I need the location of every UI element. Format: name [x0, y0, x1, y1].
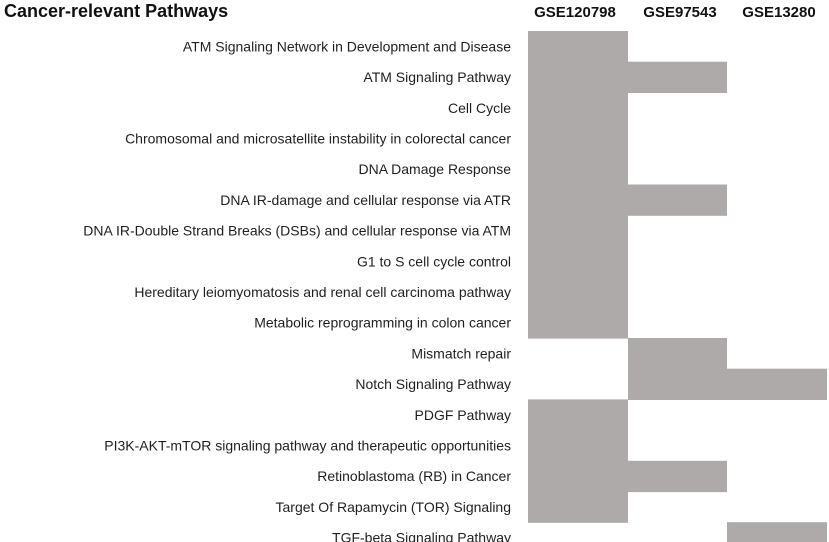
heatmap-cell	[628, 460, 727, 493]
row-label: Cell Cycle	[448, 100, 511, 116]
heatmap-cell	[628, 368, 727, 400]
column-header: GSE97543	[643, 4, 716, 21]
heatmap-cell	[727, 368, 827, 400]
heatmap-cell	[528, 276, 628, 308]
row-label: PI3K-AKT-mTOR signaling pathway and ther…	[104, 437, 511, 453]
row-label: DNA IR-damage and cellular response via …	[220, 192, 511, 208]
heatmap-cell	[528, 399, 628, 431]
row-label: ATM Signaling Network in Development and…	[183, 38, 511, 54]
heatmap-cell	[628, 338, 727, 370]
heatmap-cell	[528, 61, 628, 93]
row-label: Mismatch repair	[411, 345, 511, 361]
row-label: Retinoblastoma (RB) in Cancer	[317, 468, 511, 484]
heatmap-cell	[528, 245, 628, 278]
row-label: Metabolic reprogramming in colon cancer	[254, 315, 511, 331]
heatmap-cell	[528, 430, 628, 462]
row-label: PDGF Pathway	[415, 407, 511, 423]
row-label: ATM Signaling Pathway	[363, 69, 511, 85]
row-label: TGF-beta Signaling Pathway	[332, 530, 511, 542]
heatmap-cell	[628, 61, 727, 93]
heatmap-cell	[528, 491, 628, 523]
row-label: Hereditary leiomyomatosis and renal cell…	[134, 284, 511, 300]
heatmap-cell	[528, 92, 628, 124]
heatmap-cell	[528, 307, 628, 339]
column-header: GSE120798	[534, 4, 616, 21]
chart-title: Cancer-relevant Pathways	[4, 1, 228, 21]
heatmap-cell	[528, 123, 628, 155]
row-label: G1 to S cell cycle control	[357, 253, 511, 269]
heatmap-cells	[528, 31, 827, 542]
column-header: GSE13280	[742, 4, 815, 21]
heatmap-cell	[528, 31, 628, 63]
heatmap-cell	[528, 153, 628, 186]
heatmap-cell	[528, 215, 628, 247]
row-label: DNA Damage Response	[358, 161, 511, 177]
heatmap-cell	[727, 522, 827, 542]
row-label: Notch Signaling Pathway	[355, 376, 511, 392]
row-label: Chromosomal and microsatellite instabili…	[125, 130, 511, 146]
row-labels: ATM Signaling Network in Development and…	[83, 38, 511, 542]
heatmap-cell	[528, 184, 628, 216]
heatmap-cell	[628, 184, 727, 216]
row-label: Target Of Rapamycin (TOR) Signaling	[276, 499, 512, 515]
heatmap-cell	[528, 460, 628, 493]
column-headers: GSE120798 GSE97543 GSE13280	[534, 4, 816, 21]
row-label: DNA IR-Double Strand Breaks (DSBs) and c…	[83, 223, 511, 239]
